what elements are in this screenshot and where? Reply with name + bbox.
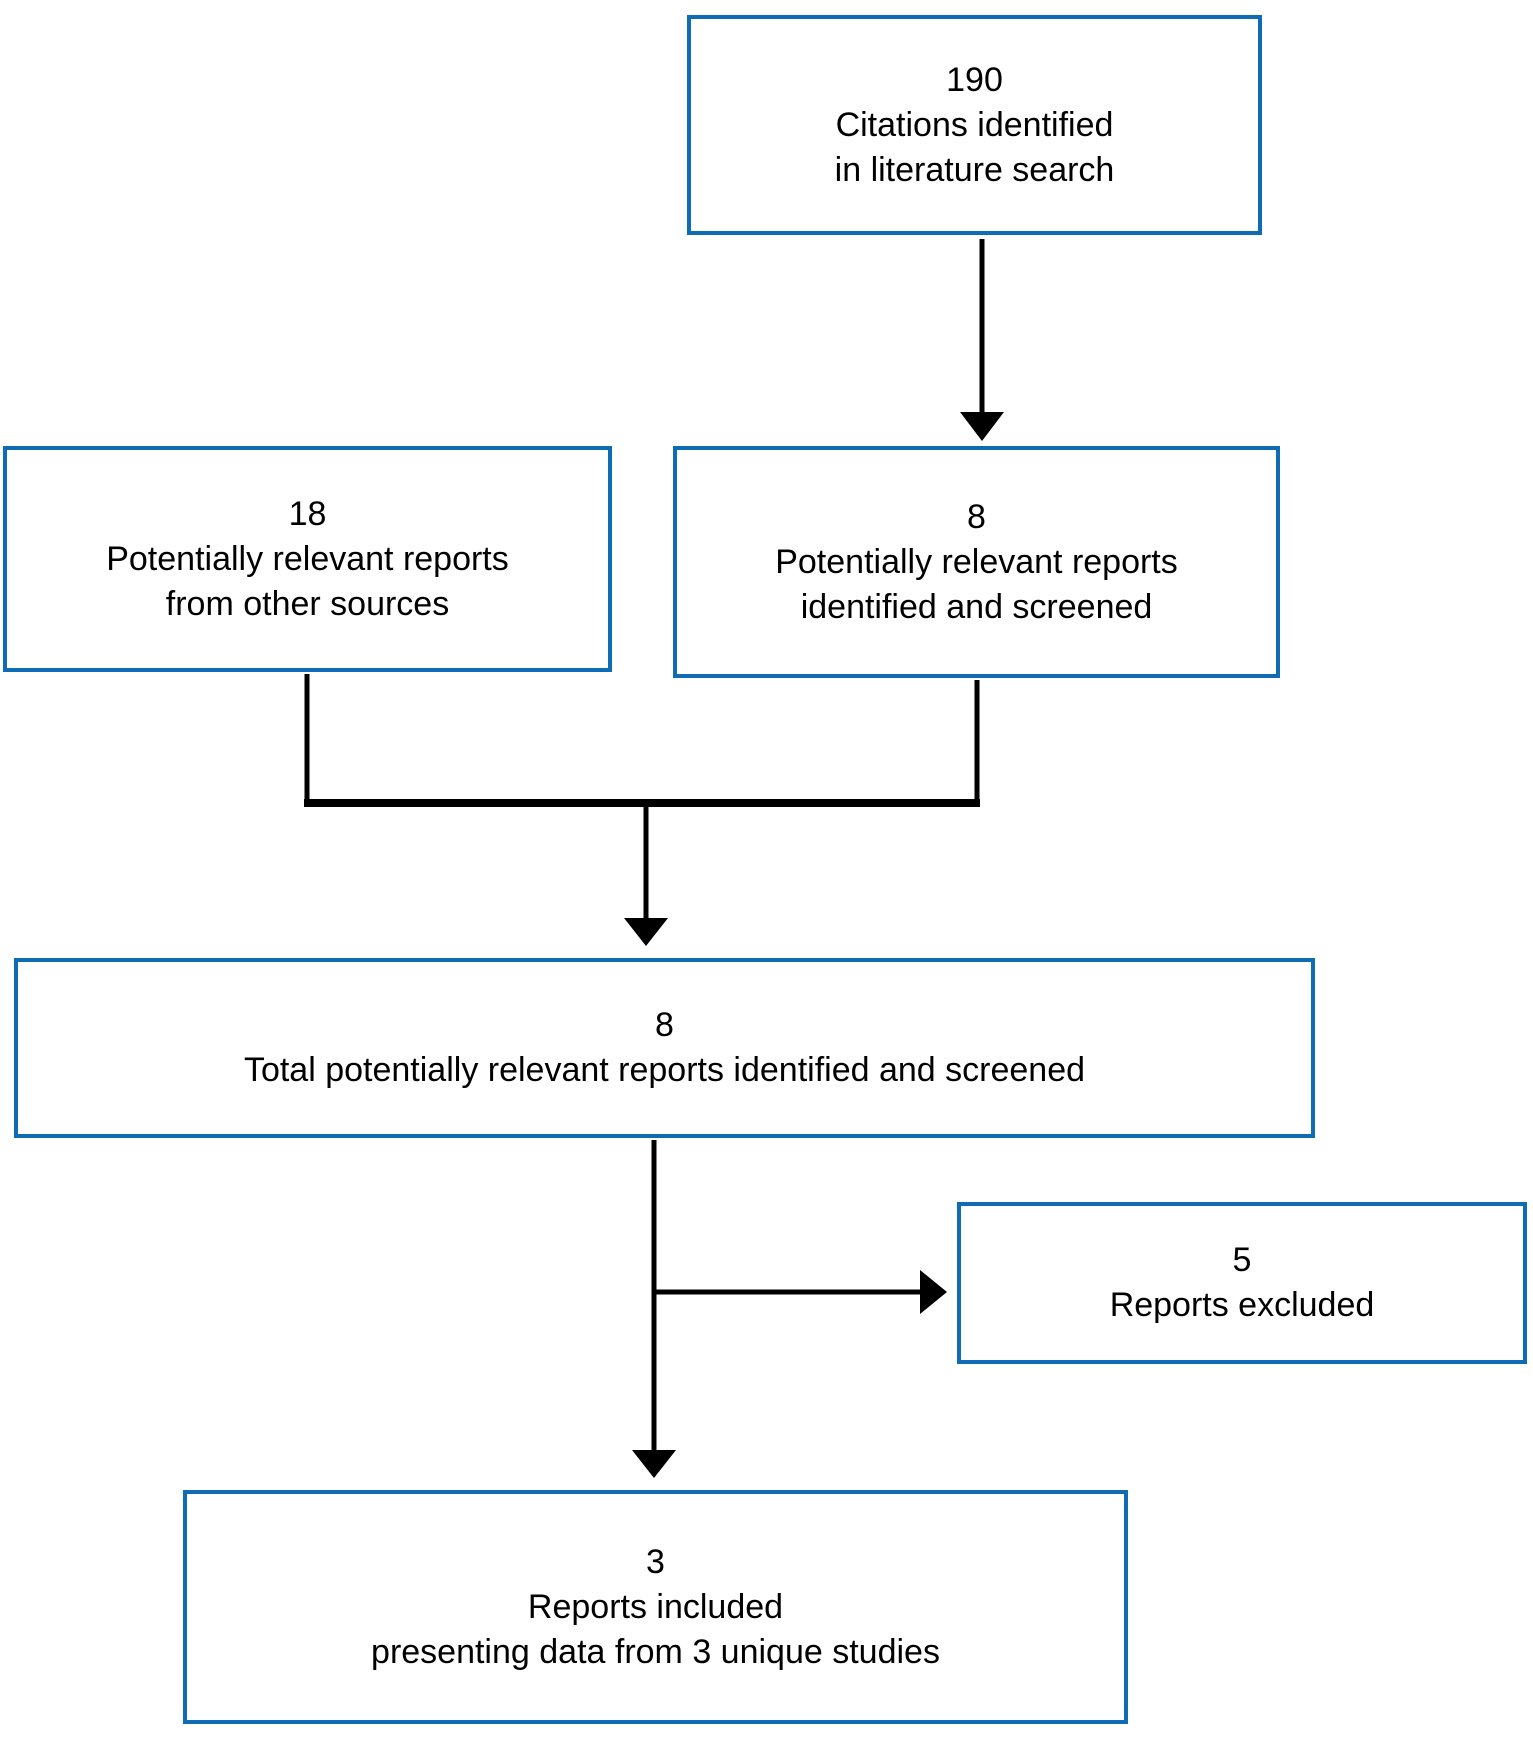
- identified-line2: identified and screened: [800, 587, 1153, 626]
- other-sources-count: 18: [288, 494, 327, 533]
- other-sources-line1: Potentially relevant reports: [106, 539, 509, 578]
- identified-screened-box: 8 Potentially relevant reports identifie…: [673, 446, 1280, 678]
- citations-line1: Citations identified: [835, 105, 1114, 144]
- reports-excluded-box: 5 Reports excluded: [957, 1202, 1527, 1364]
- other-sources-line2: from other sources: [165, 584, 450, 623]
- citations-line2: in literature search: [834, 150, 1115, 189]
- citations-count: 190: [946, 60, 1003, 99]
- arrow-total-to-included: [632, 1140, 676, 1478]
- total-line1: Total potentially relevant reports ident…: [243, 1051, 1086, 1089]
- included-line2: presenting data from 3 unique studies: [371, 1632, 940, 1671]
- arrow-citations-to-identified: [960, 239, 1004, 441]
- reports-included-box: 3 Reports included presenting data from …: [183, 1490, 1128, 1724]
- citations-identified-box: 190 Citations identified in literature s…: [687, 15, 1262, 235]
- arrow-branch-to-excluded: [654, 1270, 947, 1314]
- identified-line1: Potentially relevant reports: [775, 542, 1178, 581]
- identified-count: 8: [967, 497, 986, 536]
- arrow-merge-to-total: [624, 803, 668, 946]
- total-reports-box: 8 Total potentially relevant reports ide…: [14, 958, 1315, 1138]
- other-sources-box: 18 Potentially relevant reports from oth…: [3, 446, 612, 672]
- included-count: 3: [646, 1542, 665, 1581]
- total-count: 8: [655, 1006, 674, 1044]
- excluded-count: 5: [1232, 1241, 1252, 1279]
- included-line1: Reports included: [527, 1587, 784, 1626]
- merge-connector-other-and-identified: [304, 674, 980, 807]
- excluded-line1: Reports excluded: [1109, 1286, 1375, 1324]
